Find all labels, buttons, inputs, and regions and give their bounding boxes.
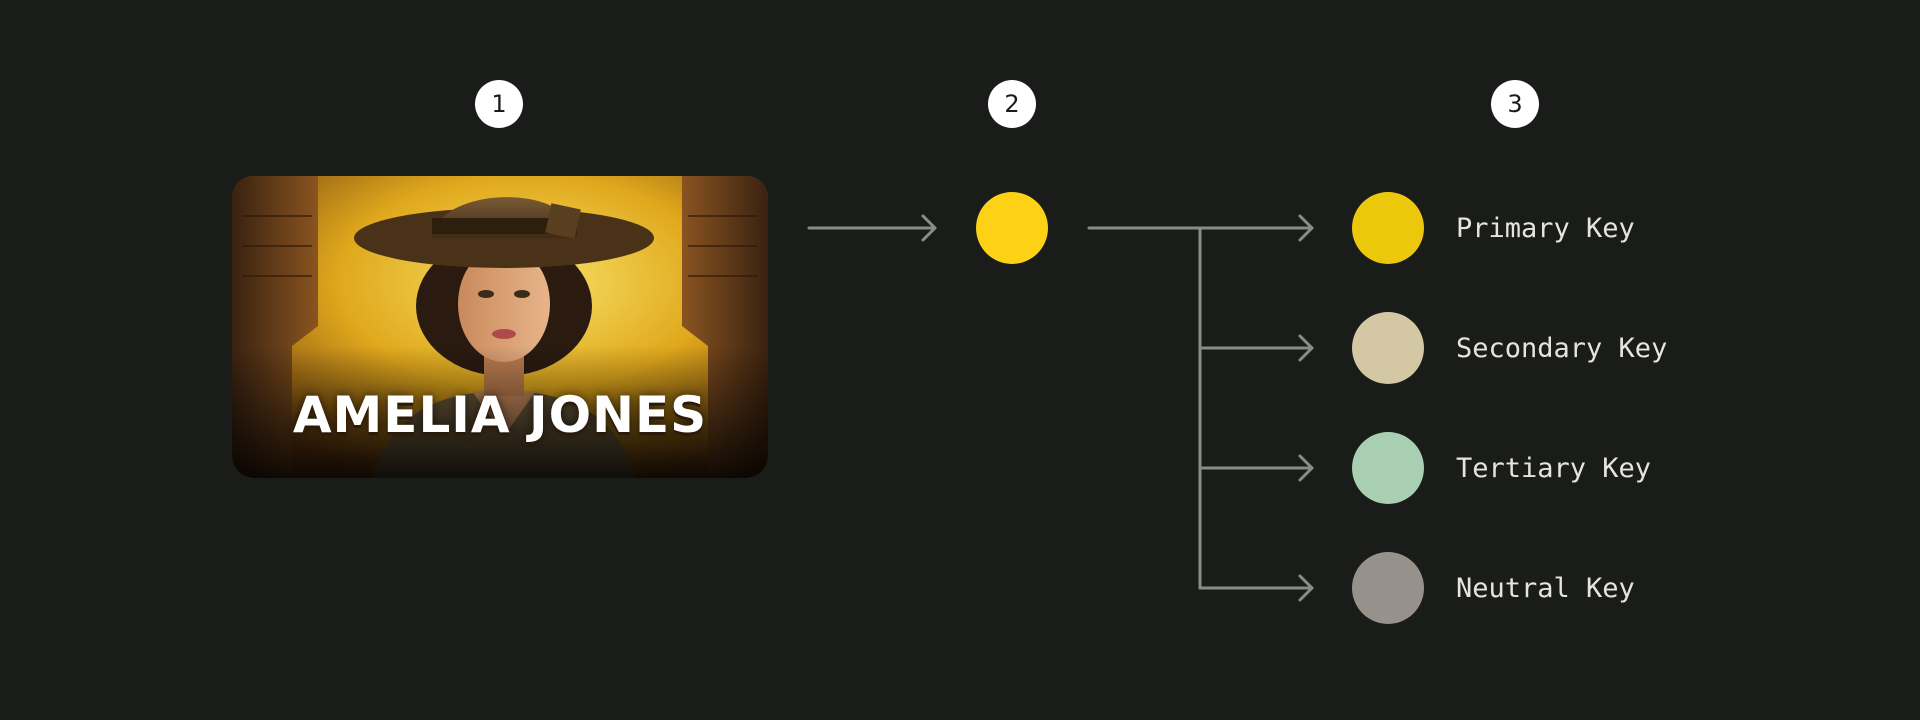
neutral-key-swatch — [1352, 552, 1424, 624]
neutral-key-label: Neutral Key — [1456, 572, 1635, 604]
secondary-key-label: Secondary Key — [1456, 332, 1668, 364]
primary-key-label: Primary Key — [1456, 212, 1635, 244]
portrait-illustration — [232, 176, 768, 478]
primary-key-swatch — [1352, 192, 1424, 264]
tertiary-key-swatch — [1352, 432, 1424, 504]
hero-title: AMELIA JONES — [292, 386, 708, 444]
step-badge-3: 3 — [1491, 80, 1539, 128]
hero-image-card: AMELIA JONES — [232, 176, 768, 478]
secondary-key-swatch — [1352, 312, 1424, 384]
seed-color-swatch — [976, 192, 1048, 264]
step-badge-2: 2 — [988, 80, 1036, 128]
step-badge-1: 1 — [475, 80, 523, 128]
tertiary-key-label: Tertiary Key — [1456, 452, 1652, 484]
